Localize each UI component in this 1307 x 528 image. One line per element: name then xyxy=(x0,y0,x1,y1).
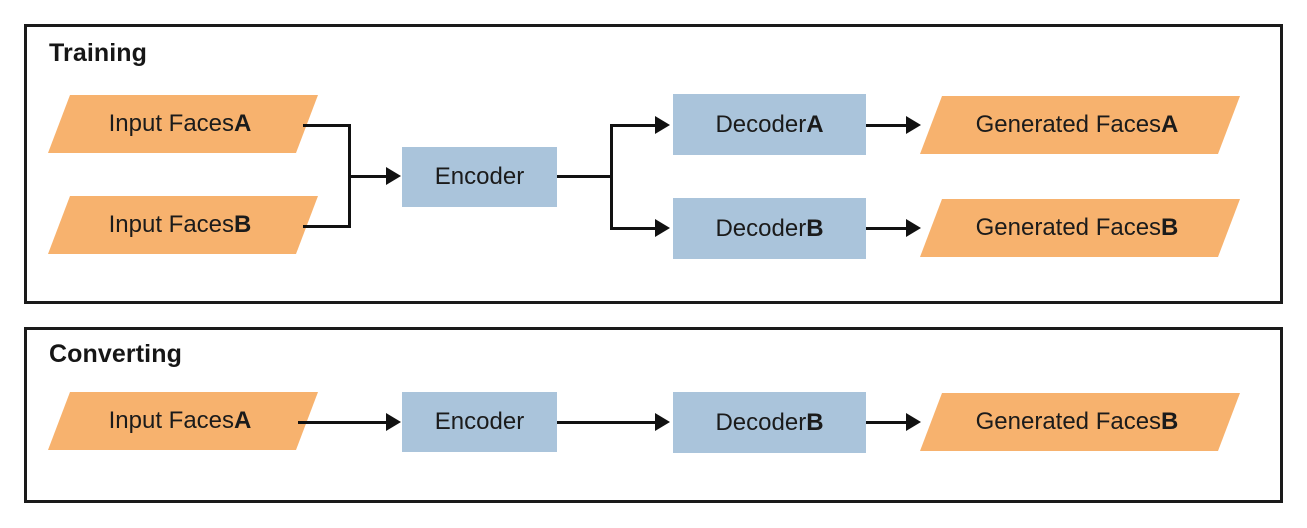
edge-input-a-to-merge xyxy=(303,124,351,127)
node-label-emphasis: B xyxy=(806,408,824,436)
node-label-emphasis: B xyxy=(806,214,824,242)
edge-input-b-to-merge xyxy=(303,225,351,228)
edge-decoder-b-to-generated-b xyxy=(866,227,908,230)
node-label: Encoder xyxy=(434,163,525,190)
edge-split-to-decoder-a xyxy=(610,124,657,127)
node-decoder-a-training[interactable]: Decoder A xyxy=(673,94,866,155)
node-input-faces-b-training[interactable]: Input Faces B xyxy=(48,196,318,254)
node-input-faces-a-converting[interactable]: Input Faces A xyxy=(48,392,318,450)
edge-split-to-decoder-b xyxy=(610,227,657,230)
panel-title-converting: Converting xyxy=(49,340,182,368)
node-label-emphasis: B xyxy=(234,211,252,238)
arrowhead-generated-b-in-converting xyxy=(906,413,921,431)
arrowhead-generated-b-in xyxy=(906,219,921,237)
panel-title-training: Training xyxy=(49,39,148,67)
arrowhead-encoder-in-training xyxy=(386,167,401,185)
arrowhead-encoder-in-converting xyxy=(386,413,401,431)
node-label: Encoder xyxy=(434,408,525,435)
node-generated-faces-b-training[interactable]: Generated Faces B xyxy=(920,199,1240,257)
node-label: Input Faces xyxy=(108,211,235,238)
node-label: Input Faces xyxy=(108,407,235,434)
node-label-emphasis: A xyxy=(1161,111,1179,138)
edge-decoder-a-to-generated-a xyxy=(866,124,908,127)
node-label-emphasis: A xyxy=(234,407,252,434)
arrowhead-decoder-a-in xyxy=(655,116,670,134)
node-label: Generated Faces xyxy=(975,111,1162,138)
arrowhead-decoder-b-in-converting xyxy=(655,413,670,431)
node-decoder-b-converting[interactable]: Decoder B xyxy=(673,392,866,453)
edge-merge-to-encoder xyxy=(348,175,388,178)
panel-training: Training xyxy=(24,24,1283,304)
edge-split-bus xyxy=(610,124,613,230)
node-encoder-converting[interactable]: Encoder xyxy=(402,392,557,452)
node-label: Decoder xyxy=(715,408,807,436)
arrowhead-generated-a-in xyxy=(906,116,921,134)
edge-decoder-b-to-generated-b-converting xyxy=(866,421,908,424)
edge-input-a-to-encoder-converting xyxy=(298,421,388,424)
node-label: Decoder xyxy=(715,214,807,242)
node-label-emphasis: A xyxy=(234,110,252,137)
node-label-emphasis: B xyxy=(1161,214,1179,241)
arrowhead-decoder-b-in xyxy=(655,219,670,237)
node-decoder-b-training[interactable]: Decoder B xyxy=(673,198,866,259)
node-encoder-training[interactable]: Encoder xyxy=(402,147,557,207)
node-label: Input Faces xyxy=(108,110,235,137)
node-label: Generated Faces xyxy=(975,214,1162,241)
node-label-emphasis: A xyxy=(806,110,824,138)
node-label: Generated Faces xyxy=(975,408,1162,435)
node-generated-faces-b-converting[interactable]: Generated Faces B xyxy=(920,393,1240,451)
edge-encoder-to-decoder-b-converting xyxy=(557,421,657,424)
edge-encoder-to-split xyxy=(557,175,613,178)
node-label-emphasis: B xyxy=(1161,408,1179,435)
node-label: Decoder xyxy=(715,110,807,138)
node-generated-faces-a-training[interactable]: Generated Faces A xyxy=(920,96,1240,154)
node-input-faces-a-training[interactable]: Input Faces A xyxy=(48,95,318,153)
